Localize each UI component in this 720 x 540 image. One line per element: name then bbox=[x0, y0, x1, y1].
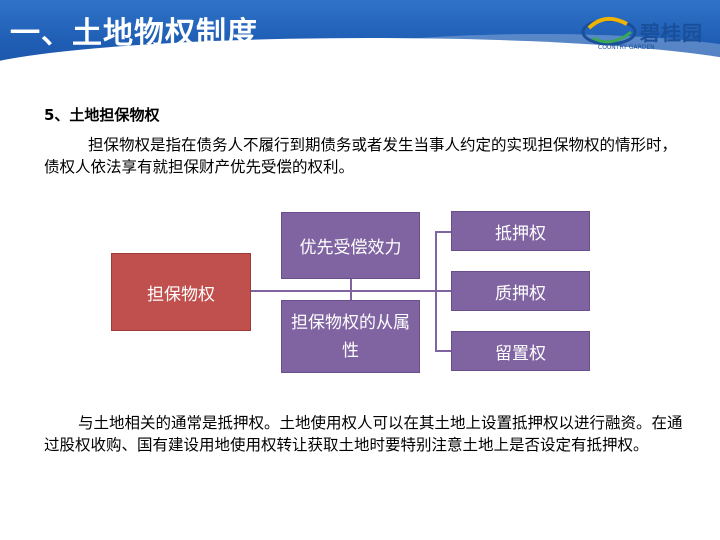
diagram-box-priority: 优先受偿效力 bbox=[281, 212, 420, 279]
diagram-box-pledge: 质押权 bbox=[451, 271, 590, 311]
diagram-root-box: 担保物权 bbox=[111, 253, 251, 331]
header-banner: 一、土地物权制度 bbox=[0, 0, 720, 78]
paragraph-definition-text: 担保物权是指在债务人不履行到期债务或者发生当事人约定的实现担保物权的情形时，债权… bbox=[44, 136, 678, 176]
diagram-box-mortgage: 抵押权 bbox=[451, 211, 590, 251]
connector-right-3 bbox=[435, 350, 451, 352]
logo-subtext: COUNTRY GARDEN bbox=[598, 44, 655, 51]
connector-right-1 bbox=[435, 231, 451, 233]
paragraph-definition: 担保物权是指在债务人不履行到期债务或者发生当事人约定的实现担保物权的情形时，债权… bbox=[44, 134, 684, 178]
diagram-box-lien: 留置权 bbox=[451, 331, 590, 371]
country-garden-logo-icon bbox=[581, 16, 637, 46]
paragraph-mortgage-note: 与土地相关的通常是抵押权。土地使用权人可以在其土地上设置抵押权以进行融资。在通过… bbox=[44, 412, 684, 456]
connector-right-2 bbox=[435, 290, 451, 292]
slide-title: 一、土地物权制度 bbox=[10, 16, 258, 51]
section-heading: 5、土地担保物权 bbox=[44, 106, 160, 124]
paragraph-mortgage-note-text: 与土地相关的通常是抵押权。土地使用权人可以在其土地上设置抵押权以进行融资。在通过… bbox=[44, 414, 683, 454]
logo-text: 碧桂园 bbox=[640, 21, 703, 45]
diagram-box-accessory: 担保物权的从属性 bbox=[281, 300, 420, 373]
connector-mid-vertical bbox=[350, 279, 352, 300]
connector-main-horizontal bbox=[251, 290, 436, 292]
